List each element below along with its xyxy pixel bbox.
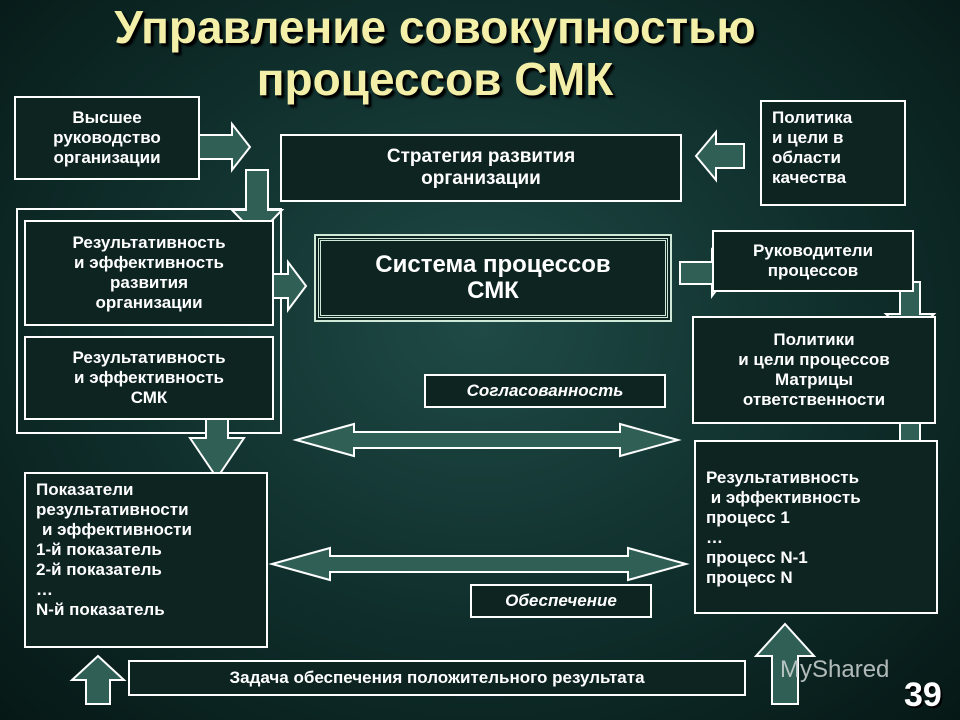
box-line: Руководители (752, 241, 874, 260)
box-line: процесс N (706, 568, 793, 587)
box-line: N-й показатель (36, 600, 165, 619)
box-line: и цели процессов (738, 350, 890, 369)
arrow-effectiveness-to-indicators (188, 409, 246, 480)
box-line: организации (95, 293, 203, 312)
box-line: СМК (130, 388, 168, 407)
qms-process-system-box: Система процессов СМК (318, 238, 668, 318)
box-line: и эффективность (74, 368, 224, 387)
box-line: качества (772, 168, 847, 187)
box-line: организации (53, 148, 161, 167)
box-line: 2-й показатель (36, 560, 162, 579)
box-line: Система процессов (375, 251, 611, 278)
top-management-box: Высшее руководство организации (14, 96, 200, 180)
quality-policy-box: Политика и цели в области качества (760, 100, 906, 206)
box-line: и эффективности (42, 520, 192, 539)
box-line: результативности (36, 500, 189, 519)
box-line: организации (421, 168, 541, 189)
box-line: процессов (767, 261, 859, 280)
effectiveness-group-frame (16, 208, 282, 434)
process-results-box: Результативность и эффективность процесс… (694, 440, 938, 614)
box-line: … (706, 528, 723, 547)
box-line: процесс 1 (706, 508, 790, 527)
org-effectiveness-box: Результативность и эффективность развити… (24, 220, 274, 326)
arrow-management-to-strategy (193, 121, 252, 173)
box-line: Результативность (706, 468, 860, 487)
title-line-1: Управление совокупностью (114, 1, 756, 53)
box-line: … (36, 580, 53, 599)
box-line: процесс N-1 (706, 548, 808, 567)
arrow-up-left (69, 654, 127, 705)
box-line: руководство (53, 128, 161, 147)
box-line: развития (109, 273, 189, 292)
box-line: области (772, 148, 841, 167)
box-line: и эффективность (74, 253, 224, 272)
watermark-text: MyShared (780, 656, 890, 683)
box-line: Результативность (72, 233, 226, 252)
double-arrow-coordination (292, 422, 682, 458)
box-line: Показатели (36, 480, 134, 499)
box-line: Политики (773, 330, 855, 349)
box-line: Матрицы (775, 370, 853, 389)
arrow-up-right (753, 622, 817, 705)
box-line: ответственности (742, 390, 886, 409)
box-line: и эффективность (706, 488, 861, 507)
box-line: Высшее (72, 108, 142, 127)
box-line: Результативность (72, 348, 226, 367)
indicators-box: Показатели результативности и эффективно… (24, 472, 268, 648)
support-label: Обеспечение (470, 584, 652, 618)
title-line-2: процессов СМК (256, 53, 614, 105)
qms-effectiveness-box: Результативность и эффективность СМК (24, 336, 274, 420)
process-owners-box: Руководители процессов (712, 230, 914, 292)
double-arrow-support (268, 546, 690, 582)
box-line: Стратегия развития (386, 146, 576, 167)
process-policies-box: Политики и цели процессов Матрицы ответс… (692, 316, 936, 424)
box-line: Политика (772, 108, 853, 127)
coordination-label: Согласованность (424, 374, 666, 408)
box-line: и цели в (772, 128, 844, 147)
box-line: 1-й показатель (36, 540, 162, 559)
task-text: Задача обеспечения положительного резуль… (229, 668, 645, 687)
strategy-box: Стратегия развития организации (280, 134, 682, 202)
box-line: СМК (467, 277, 519, 304)
page-number: 39 (904, 676, 942, 714)
task-box: Задача обеспечения положительного резуль… (128, 660, 746, 696)
arrow-policy-to-strategy (694, 129, 745, 183)
